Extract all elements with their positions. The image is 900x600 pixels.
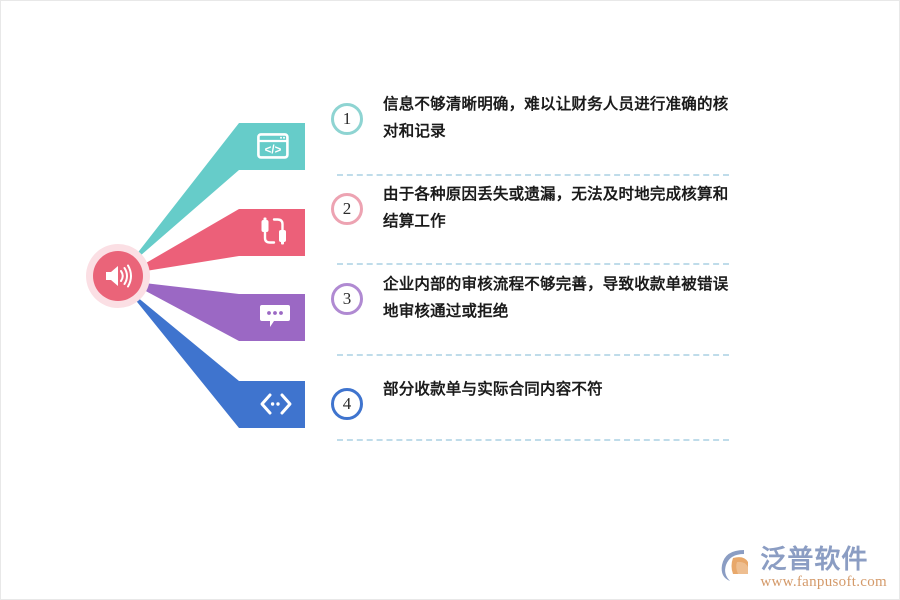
branch-arrow-4 — [125, 287, 305, 428]
item-text: 由于各种原因丢失或遗漏，无法及时地完成核算和结算工作 — [383, 186, 729, 230]
logo-website-url: www.fanpusoft.com — [760, 573, 887, 590]
list-item[interactable]: 2 由于各种原因丢失或遗漏，无法及时地完成核算和结算工作 — [331, 181, 731, 235]
logo-company-name: 泛普软件 — [760, 543, 869, 574]
logo-text-group: 泛普软件 www.fanpusoft.com — [760, 545, 887, 591]
item-number-badge: 4 — [331, 388, 363, 420]
speaker-megaphone-icon — [103, 263, 133, 289]
item-text: 企业内部的审核流程不够完善，导致收款单被错误地审核通过或拒绝 — [383, 276, 729, 320]
divider-3 — [337, 354, 729, 356]
divider-1 — [337, 174, 729, 176]
item-number-badge: 1 — [331, 103, 363, 135]
list-item[interactable]: 3 企业内部的审核流程不够完善，导致收款单被错误地审核通过或拒绝 — [331, 271, 731, 325]
item-text: 信息不够清晰明确，难以让财务人员进行准确的核对和记录 — [383, 96, 729, 140]
divider-2 — [337, 263, 729, 265]
list-item[interactable]: 1 信息不够清晰明确，难以让财务人员进行准确的核对和记录 — [331, 91, 731, 145]
item-number-badge: 3 — [331, 283, 363, 315]
item-number-badge: 2 — [331, 193, 363, 225]
branch-arrow-1 — [125, 123, 305, 269]
hub-node — [86, 244, 150, 308]
item-text: 部分收款单与实际合同内容不符 — [383, 381, 603, 398]
watermark-logo: 泛普软件 www.fanpusoft.com — [714, 544, 887, 591]
divider-4 — [337, 439, 729, 441]
branch-arrow-2 — [127, 209, 305, 274]
hub-core — [93, 251, 143, 301]
fanpu-swoosh-logo-icon — [714, 544, 756, 591]
list-item[interactable]: 4 部分收款单与实际合同内容不符 — [331, 376, 731, 420]
